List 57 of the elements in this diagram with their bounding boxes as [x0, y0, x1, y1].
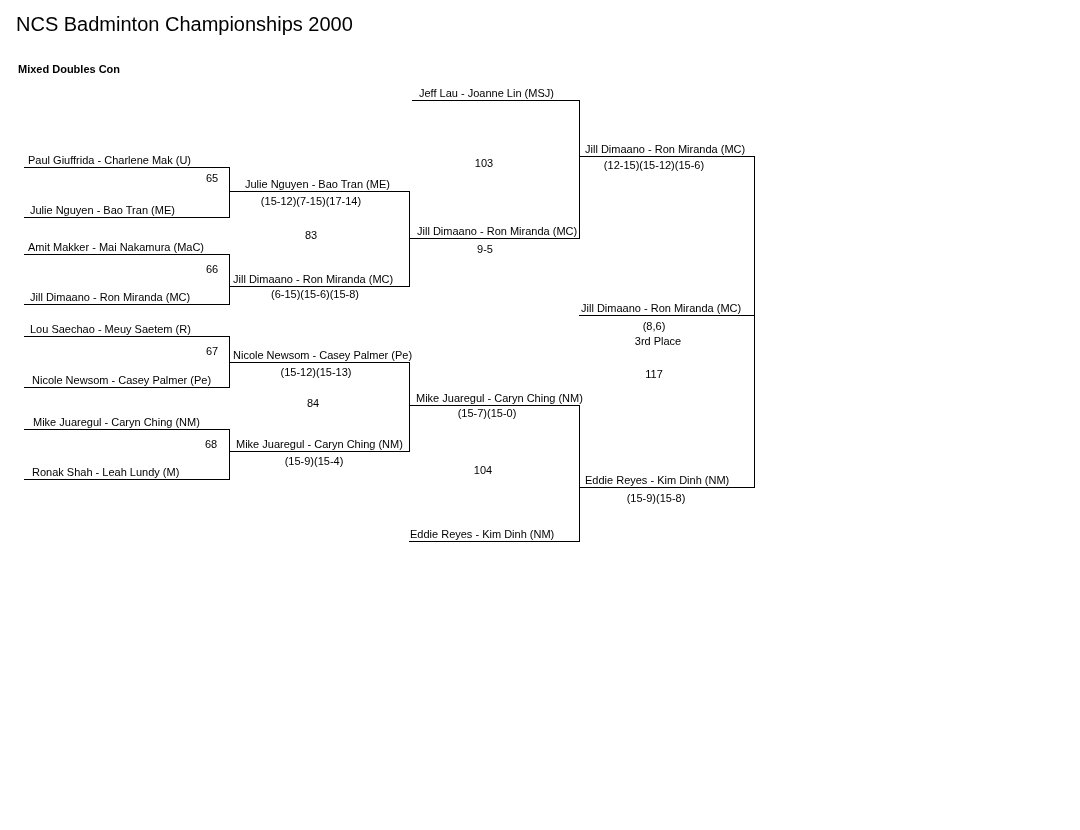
bracket-line	[579, 100, 580, 157]
bracket-entry: Jill Dimaano - Ron Miranda (MC)	[579, 301, 755, 316]
bracket-entry: Nicole Newsom - Casey Palmer (Pe)	[24, 373, 230, 388]
bracket-entry: Jill Dimaano - Ron Miranda (MC)	[409, 224, 580, 239]
bracket-entry: Amit Makker - Mai Nakamura (MaC)	[24, 240, 230, 255]
bracket-entry: Ronak Shah - Leah Lundy (M)	[24, 465, 230, 480]
bracket-entry: Paul Giuffrida - Charlene Mak (U)	[24, 153, 230, 168]
bracket-line	[579, 487, 580, 542]
bracket-line	[409, 238, 410, 287]
bracket-entry: Lou Saechao - Meuy Saetem (R)	[24, 322, 230, 337]
subtitle: Mixed Doubles Con	[18, 62, 121, 76]
bracket-line	[229, 191, 230, 218]
match-number: 83	[304, 228, 318, 242]
match-number: 84	[306, 396, 320, 410]
title: NCS Badminton Championships 2000	[16, 12, 353, 36]
bracket-entry: Mike Juaregul - Caryn Ching (NM)	[24, 415, 230, 430]
bracket-entry: Julie Nguyen - Bao Tran (ME)	[229, 177, 410, 192]
bracket-line	[229, 167, 230, 192]
match-number: 65	[205, 171, 219, 185]
bracket-entry: Nicole Newsom - Casey Palmer (Pe)	[229, 348, 410, 363]
match-number: 67	[205, 344, 219, 358]
match-number: 103	[474, 156, 494, 170]
bracket-entry: Jill Dimaano - Ron Miranda (MC)	[579, 142, 755, 157]
match-score: (15-12)(7-15)(17-14)	[260, 194, 362, 208]
match-score: (15-12)(15-13)	[280, 365, 352, 379]
bracket-entry: Jill Dimaano - Ron Miranda (MC)	[24, 290, 230, 305]
result-note: 3rd Place	[634, 334, 682, 348]
bracket-line	[409, 362, 410, 406]
bracket-line	[579, 156, 580, 239]
bracket-line	[579, 405, 580, 488]
match-score: (8,6)	[642, 319, 666, 333]
bracket-line	[229, 451, 230, 480]
bracket-line	[229, 286, 230, 305]
bracket-line	[409, 191, 410, 239]
bracket-entry: Mike Juaregul - Caryn Ching (NM)	[229, 437, 410, 452]
match-score: (15-7)(15-0)	[457, 406, 517, 420]
bracket-entry: Eddie Reyes - Kim Dinh (NM)	[409, 527, 580, 542]
bracket-entry: Jill Dimaano - Ron Miranda (MC)	[229, 272, 410, 287]
match-score: (15-9)(15-4)	[284, 454, 344, 468]
match-number: 68	[204, 437, 218, 451]
match-score: (12-15)(15-12)(15-6)	[603, 158, 705, 172]
bracket-line	[229, 254, 230, 287]
bracket-entry: Jeff Lau - Joanne Lin (MSJ)	[412, 86, 580, 101]
match-score: (15-9)(15-8)	[626, 491, 686, 505]
match-number: 66	[205, 262, 219, 276]
bracket-line	[229, 336, 230, 363]
match-number: 104	[473, 463, 493, 477]
bracket-line	[754, 315, 755, 488]
bracket-entry: Eddie Reyes - Kim Dinh (NM)	[579, 473, 755, 488]
bracket-line	[229, 429, 230, 452]
match-score: (6-15)(15-6)(15-8)	[271, 287, 359, 301]
bracket-line	[754, 156, 755, 316]
match-score: 9-5	[477, 242, 493, 256]
bracket-line	[409, 405, 410, 452]
match-number: 117	[645, 367, 663, 381]
bracket-line	[229, 362, 230, 388]
bracket-entry: Julie Nguyen - Bao Tran (ME)	[24, 203, 230, 218]
